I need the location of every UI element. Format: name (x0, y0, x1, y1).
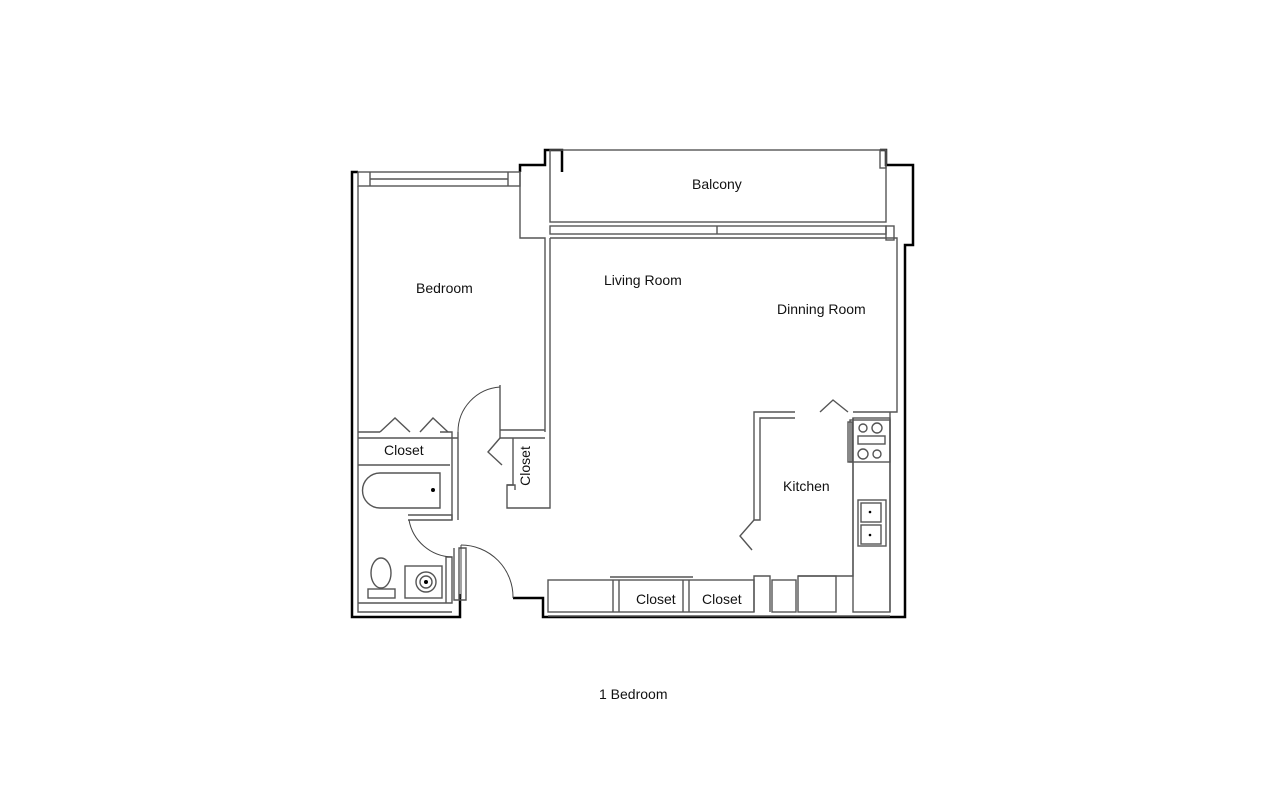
bedroom-window (357, 171, 521, 187)
room-label-hall-closet: Closet (516, 446, 533, 486)
washer (404, 565, 443, 599)
room-label-dining-room: Dinning Room (777, 301, 866, 317)
plan-caption: 1 Bedroom (599, 686, 668, 702)
room-label-bedroom: Bedroom (416, 280, 473, 296)
room-label-bottom-closet-2: Closet (702, 591, 742, 607)
room-label-living-room: Living Room (604, 272, 682, 288)
stove (847, 419, 891, 463)
sink (857, 499, 887, 547)
exterior-walls (350, 148, 915, 619)
room-label-kitchen: Kitchen (783, 478, 830, 494)
interior-walls (357, 172, 898, 617)
toilet (367, 557, 396, 599)
balcony-outline (549, 149, 895, 241)
room-label-bedroom-closet: Closet (384, 442, 424, 458)
room-label-balcony: Balcony (692, 176, 742, 192)
doors (379, 386, 849, 599)
room-label-bottom-closet-1: Closet (636, 591, 676, 607)
bathtub (361, 472, 441, 509)
